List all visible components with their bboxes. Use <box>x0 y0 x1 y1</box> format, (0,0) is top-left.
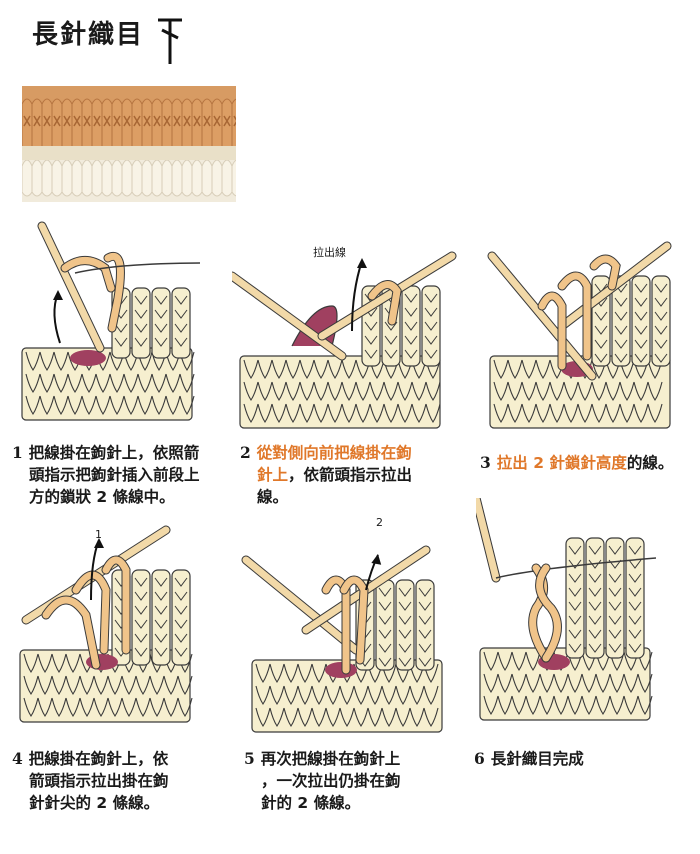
step-3-diagram <box>487 241 672 429</box>
step-6-diagram <box>476 498 656 721</box>
step-5-diagram <box>241 545 443 733</box>
step-4-diagram <box>19 525 193 723</box>
step-1-diagram <box>21 221 200 421</box>
step-2-diagram <box>232 251 457 429</box>
crochet-swatch-photo <box>22 86 236 202</box>
double-crochet-symbol-icon <box>158 18 182 64</box>
arrow-1-label: 1 <box>95 528 102 541</box>
pull-out-label: 拉出線 <box>313 246 346 259</box>
page-title: 長針織目 <box>32 20 145 50</box>
arrow-2-label: 2 <box>376 516 383 529</box>
